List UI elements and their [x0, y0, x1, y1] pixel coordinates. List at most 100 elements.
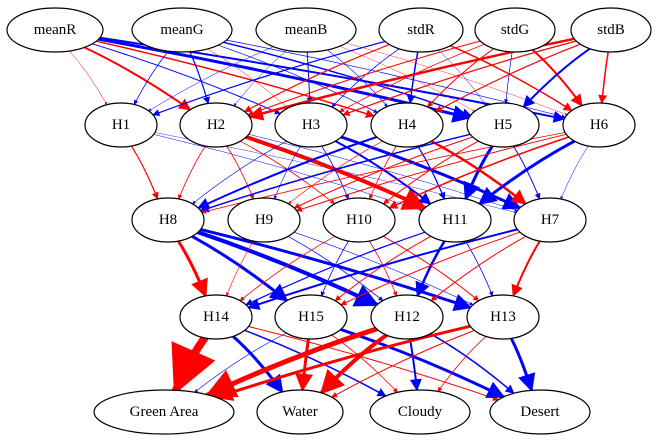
node-h15-label: H15	[298, 309, 324, 325]
node-meang-label: meanG	[160, 22, 203, 38]
node-h7: H7	[513, 197, 587, 243]
edge-h7-to-h14	[247, 228, 519, 310]
edge-meang-to-h4	[217, 44, 378, 113]
edge-h14-to-water	[231, 334, 284, 394]
edge-stdb-to-h3	[342, 40, 577, 117]
edge-h7-to-h12	[430, 235, 527, 302]
node-h1-ellipse	[84, 102, 158, 148]
node-water: Water	[256, 389, 344, 435]
node-h8: H8	[131, 197, 205, 243]
node-h14: H14	[179, 294, 253, 340]
node-h10: H10	[322, 197, 396, 243]
edge-h14-to-cloudy	[243, 329, 387, 397]
edge-h8-to-h14	[176, 239, 208, 298]
node-h5: H5	[466, 102, 540, 148]
edge-h15-to-cloudy	[331, 334, 398, 393]
edge-meanr-to-h1	[69, 50, 108, 105]
node-h12-label: H12	[394, 309, 420, 325]
edge-h15-to-desert	[339, 327, 506, 399]
edge-h14-to-desert	[248, 326, 499, 401]
edge-h8-to-h15	[190, 234, 289, 303]
node-h1: H1	[84, 102, 158, 148]
node-h13: H13	[466, 294, 540, 340]
edge-stdb-to-h6	[598, 51, 609, 104]
node-h6-ellipse	[562, 102, 636, 148]
node-desert-label: Desert	[520, 404, 560, 420]
edge-h6-to-h11	[478, 139, 576, 206]
node-cloudy-label: Cloudy	[398, 404, 443, 420]
node-h4-label: H4	[398, 117, 417, 133]
edge-h5-to-h7	[512, 145, 541, 200]
edge-h11-to-h13	[465, 240, 494, 297]
node-meanr-ellipse	[6, 7, 104, 53]
node-stdr-label: stdR	[407, 22, 435, 38]
edge-stdr-to-h5	[438, 49, 487, 106]
node-meanr: meanR	[6, 7, 104, 53]
edge-h10-to-h14	[239, 235, 336, 302]
edge-meanb-to-h2	[233, 50, 288, 107]
edge-h1-to-h11	[153, 134, 423, 212]
node-h4: H4	[370, 102, 444, 148]
node-greenarea-ellipse	[93, 389, 235, 435]
node-cloudy-ellipse	[369, 389, 471, 435]
node-h13-ellipse	[466, 294, 540, 340]
edge-h6-to-h9	[296, 133, 567, 212]
node-h2-label: H2	[207, 117, 225, 133]
edge-h2-to-h8	[178, 145, 206, 200]
edge-meanr-to-h3	[91, 43, 281, 115]
edge-h13-to-cloudy	[437, 336, 487, 392]
edge-meang-to-h3	[207, 48, 289, 109]
node-h15: H15	[274, 294, 348, 340]
edge-h1-to-h8	[130, 145, 159, 200]
node-h13-label: H13	[490, 309, 516, 325]
edge-h6-to-h10	[388, 136, 570, 209]
edge-meang-to-h1	[133, 50, 169, 105]
edge-meang-to-h5	[222, 41, 472, 118]
node-h7-ellipse	[513, 197, 587, 243]
edge-stdg-to-h2	[247, 40, 481, 116]
node-meanb-ellipse	[255, 7, 357, 53]
node-h10-label: H10	[346, 212, 372, 228]
edge-h12-to-desert	[429, 332, 515, 395]
node-meanr-label: meanR	[34, 22, 77, 38]
node-stdb-ellipse	[570, 7, 652, 53]
node-h14-label: H14	[203, 309, 229, 325]
edge-h13-to-desert	[509, 336, 536, 393]
edge-stdb-to-h4	[434, 43, 582, 113]
node-desert: Desert	[489, 389, 591, 435]
edge-stdb-to-h5	[522, 47, 591, 108]
edge-meanb-to-h3	[306, 51, 313, 104]
edge-h12-to-cloudy	[409, 337, 422, 392]
node-h9: H9	[227, 197, 301, 243]
edge-h3-to-h8	[192, 140, 287, 205]
node-h6-label: H6	[590, 117, 609, 133]
node-h12: H12	[370, 294, 444, 340]
edge-h5-to-h8	[199, 133, 472, 213]
node-h14-ellipse	[179, 294, 253, 340]
node-meang-ellipse	[131, 7, 233, 53]
edge-meanr-to-h4	[95, 40, 375, 118]
edge-h7-to-h13	[511, 240, 541, 298]
node-h7-label: H7	[541, 212, 560, 228]
node-h15-ellipse	[274, 294, 348, 340]
edge-h15-to-greenarea	[194, 332, 287, 393]
edge-meanb-to-h1	[148, 46, 274, 112]
node-meanb: meanB	[255, 7, 357, 53]
node-h9-ellipse	[227, 197, 301, 243]
edge-stdg-to-h6	[531, 48, 583, 107]
node-stdg: stdG	[474, 7, 556, 53]
node-h4-ellipse	[370, 102, 444, 148]
edge-h6-to-h7	[560, 145, 589, 200]
node-h6: H6	[562, 102, 636, 148]
edge-h11-to-h14	[245, 231, 426, 306]
node-h11-label: H11	[442, 212, 467, 228]
node-stdg-label: stdG	[501, 22, 530, 38]
node-water-label: Water	[282, 404, 317, 420]
node-h8-label: H8	[159, 212, 177, 228]
edge-stdr-to-h2	[244, 44, 391, 113]
edge-h5-to-h9	[293, 136, 474, 209]
edge-h7-to-h15	[340, 231, 521, 306]
node-h3: H3	[274, 102, 348, 148]
